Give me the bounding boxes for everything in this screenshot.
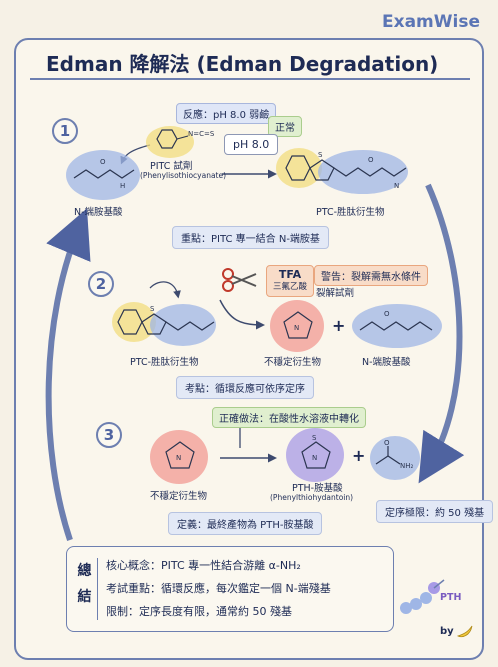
svg-text:N: N (394, 182, 399, 190)
amide-structure: O NH₂ (375, 440, 414, 470)
summary-line-2: 考試重點：循環反應，每次鑑定一個 N-端殘基 (106, 582, 331, 595)
tfa-sublabel: 三氟乙酸 (273, 282, 308, 292)
summary-line-1: 核心概念：PITC 專一性結合游離 α-NH₂ (106, 559, 301, 572)
pitc-label: PITC 試劑 (150, 161, 193, 172)
step2-curl-arrow (149, 281, 181, 299)
svg-text:S: S (150, 305, 155, 313)
svg-text:O: O (384, 310, 390, 318)
unstable3-highlight (150, 430, 208, 484)
svg-text:NH₂: NH₂ (400, 462, 414, 470)
pitc-subtitle: (Phenylisothiocyanate) (140, 171, 227, 180)
svg-text:O: O (368, 156, 374, 164)
step2-cleave-arrow (219, 299, 265, 330)
svg-text:O: O (100, 158, 106, 166)
unstable3-label: 不穩定衍生物 (150, 491, 208, 502)
pth-structure: S N (301, 434, 331, 469)
unstable3-structure: N (165, 441, 195, 469)
page-title: Edman 降解法 (Edman Degradation) (46, 52, 439, 76)
n-terminal2-label: N-端胺基酸 (362, 357, 411, 368)
svg-text:S: S (318, 151, 323, 159)
pth-illustration-label: PTH (440, 592, 462, 603)
pth-illustration (400, 579, 445, 614)
cycle-arrow-left (45, 208, 91, 541)
ptc2-chain-highlight (150, 304, 216, 346)
svg-text:N: N (312, 454, 317, 462)
ptc-ring-highlight (276, 148, 322, 188)
byline: by (440, 626, 454, 637)
pth-highlight (286, 428, 344, 482)
amide-highlight (370, 436, 420, 480)
tfa-tag: TFA 三氟乙酸 (266, 265, 315, 297)
ptc2-structure: S (117, 305, 215, 335)
ptc-peptide-structure: S O N (285, 151, 407, 190)
scissors-icon (222, 268, 257, 292)
step-number-1: 1 (52, 118, 78, 144)
cycle-arrow-right (418, 183, 465, 484)
title-divider (30, 78, 470, 80)
ptc-peptide-label: PTC-胜肽衍生物 (316, 207, 385, 218)
banana-icon (456, 625, 473, 638)
step-number-2: 2 (88, 271, 114, 297)
cleave-reagent-label: 裂解試劑 (316, 288, 355, 299)
pitc-structure: N=C=S (156, 129, 215, 149)
normal-tag: 正常 (268, 116, 302, 137)
summary-box (66, 546, 394, 632)
reaction-condition-tag: 反應：pH 8.0 弱鹼 (176, 103, 277, 124)
pitc-highlight (146, 126, 194, 158)
svg-text:N: N (294, 324, 299, 332)
sequencing-limit-tag: 定序極限：約 50 殘基 (376, 500, 494, 523)
n-terminal2-structure: O (359, 310, 433, 331)
ptc2-ring-highlight (112, 302, 156, 342)
svg-text:N=C=S: N=C=S (188, 130, 215, 138)
step2-note: 考點：循環反應可依序定序 (176, 376, 314, 399)
unstable-structure: N (283, 311, 313, 339)
svg-text:S: S (312, 434, 317, 442)
step3-note: 定義：最終產物為 PTH-胺基酸 (168, 512, 323, 535)
pth-label: PTH-胺基酸 (292, 483, 343, 494)
n-terminal-label: N-端胺基酸 (74, 207, 123, 218)
warning-tag: 警告：裂解需無水條件 (314, 265, 428, 286)
plus-sign-2: + (332, 316, 346, 335)
n-terminal-structure: O H (73, 158, 135, 190)
plus-sign-3: + (352, 446, 366, 465)
summary-line-3: 限制：定序長度有限，通常約 50 殘基 (106, 605, 292, 618)
svg-text:N: N (176, 454, 181, 462)
ptc2-label: PTC-胜肽衍生物 (130, 357, 199, 368)
step1-note: 重點：PITC 專一結合 N-端胺基 (172, 226, 329, 249)
svg-text:H: H (120, 182, 125, 190)
summary-heading: 總結 (72, 558, 98, 620)
unstable-label: 不穩定衍生物 (264, 357, 322, 368)
tfa-label: TFA (278, 268, 302, 281)
ph-box: pH 8.0 (224, 134, 279, 155)
correct-method-tag: 正確做法：在酸性水溶液中轉化 (212, 407, 366, 428)
step-number-3: 3 (96, 422, 122, 448)
svg-text:O: O (384, 440, 390, 447)
brand-logo: ExamWise (382, 12, 480, 32)
pth-subtitle: (Phenylthiohydantoin) (270, 493, 354, 502)
unstable-highlight (270, 300, 324, 352)
